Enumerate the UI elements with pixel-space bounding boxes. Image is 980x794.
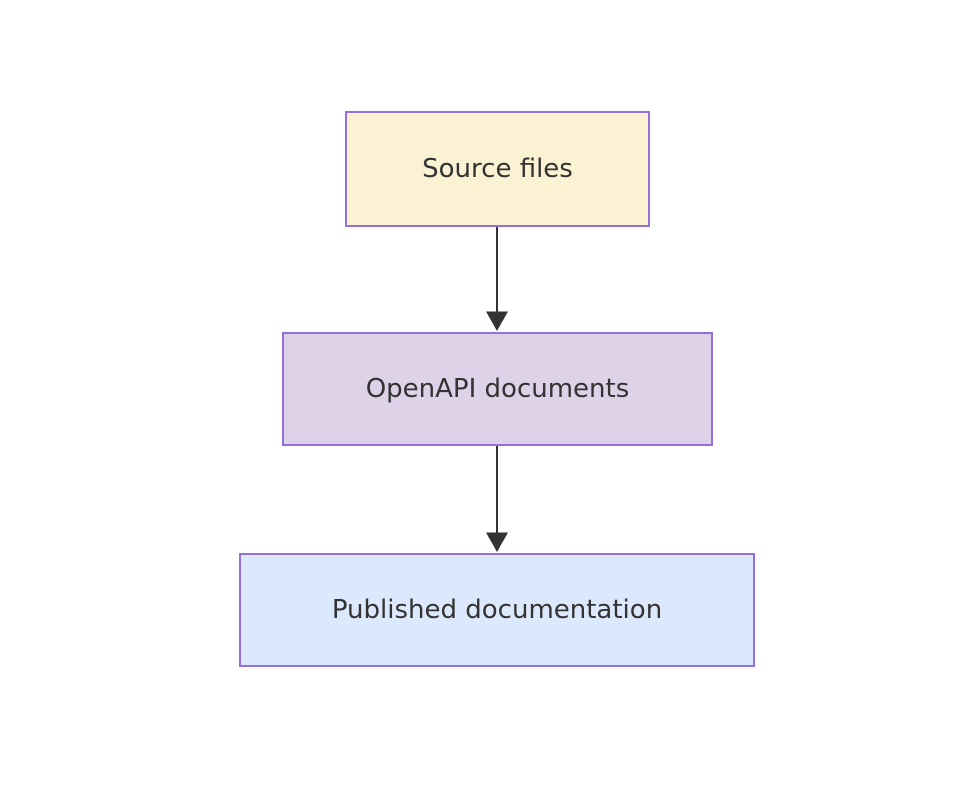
- edge-source-to-openapi: [486, 227, 508, 331]
- node-label: Published documentation: [331, 595, 663, 625]
- arrowhead-down-icon: [486, 311, 508, 331]
- edge-openapi-to-published: [486, 446, 508, 552]
- node-published-documentation: Published documentation: [239, 553, 755, 667]
- node-openapi-documents: OpenAPI documents: [282, 332, 713, 446]
- node-label: Source files: [422, 154, 573, 184]
- node-label: OpenAPI documents: [365, 374, 630, 404]
- arrowhead-down-icon: [486, 532, 508, 552]
- node-source-files: Source files: [345, 111, 650, 227]
